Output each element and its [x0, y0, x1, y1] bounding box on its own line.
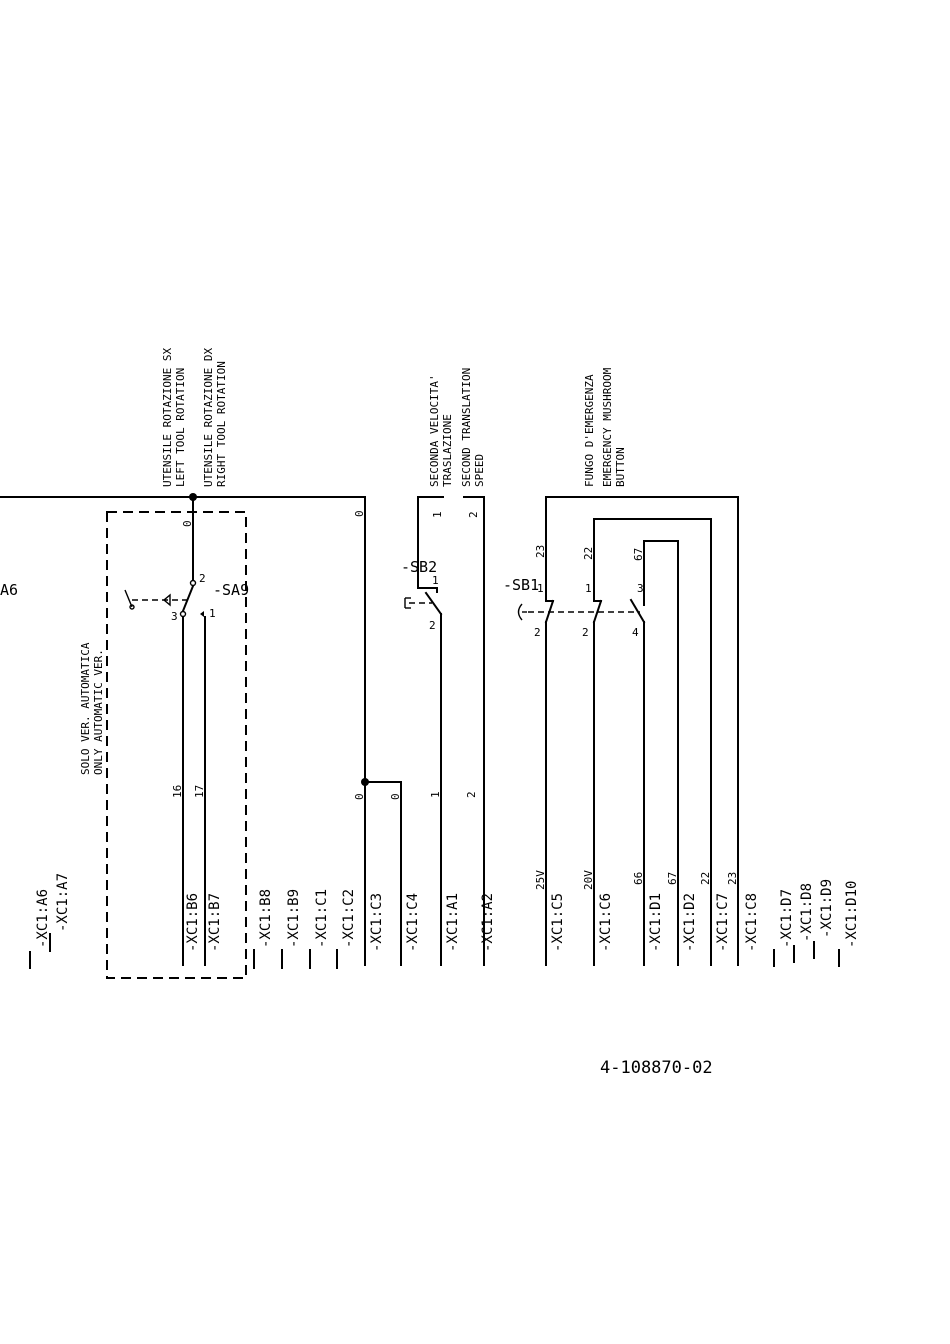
terminal-c7: -XC1:C7: [715, 893, 731, 952]
terminal-a6: -XC1:A6: [35, 889, 51, 948]
wire-number-sb1-67: 67: [632, 548, 645, 561]
wire-number-17: 17: [193, 785, 206, 798]
wire-number-a1: 1: [429, 791, 442, 798]
contact-sb1-1b: 1: [585, 582, 592, 595]
sa9-actuator: [124, 589, 133, 608]
contact-sb2-1: 1: [432, 574, 439, 587]
label-utensile-dx: UTENSILE ROTAZIONE DX: [202, 348, 215, 487]
document-number: 4-108870-02: [600, 1058, 713, 1078]
terminal-strip-xc1: -XC1:A6 -XC1:A7 -XC1:B6 -XC1:B7 -XC1:B8 …: [29, 873, 860, 969]
translation-speed-labels: SECONDA VELOCITA' TRASLAZIONE SECOND TRA…: [428, 368, 486, 487]
terminal-d9: -XC1:D9: [819, 879, 835, 938]
terminal-c5: -XC1:C5: [550, 893, 566, 952]
c3-junction-dot: [361, 778, 369, 786]
label-emergency-mushroom: EMERGENCY MUSHROOM: [601, 367, 614, 487]
common-0-bridge: 0 0 0: [353, 510, 402, 966]
label-only-automatic-ver: ONLY AUTOMATIC VER.: [92, 649, 105, 775]
contact-sb1-1: 1: [537, 582, 544, 595]
sa9-actuator-arrow: [162, 593, 171, 607]
wire-number-sb2-2: 2: [467, 511, 480, 518]
terminal-d1: -XC1:D1: [648, 893, 664, 952]
wire-number-67: 67: [666, 872, 679, 885]
terminal-c4: -XC1:C4: [405, 893, 421, 952]
device-sa9-label: -SA9: [213, 581, 249, 599]
wire-number-sb1-23: 23: [534, 545, 547, 558]
terminal-a7: -XC1:A7: [55, 873, 71, 932]
wire-number-sb2-1: 1: [431, 511, 444, 518]
wire-number-c3: 0: [353, 793, 366, 800]
wire-number-66: 66: [632, 872, 645, 885]
wire-number-23: 23: [726, 872, 739, 885]
terminal-d8: -XC1:D8: [799, 883, 815, 942]
contact-sb1-4: 4: [632, 626, 639, 639]
sheet-left-label: A6: [0, 581, 18, 599]
wire-number-25v: 25V: [534, 870, 547, 890]
automatic-version-enclosure: SOLO VER. AUTOMATICA ONLY AUTOMATIC VER.: [79, 511, 247, 979]
mushroom-head-icon: [517, 603, 523, 621]
terminal-b7: -XC1:B7: [207, 893, 223, 952]
label-left-tool-rotation: LEFT TOOL ROTATION: [174, 368, 187, 487]
label-button: BUTTON: [614, 447, 627, 487]
terminal-c3: -XC1:C3: [369, 893, 385, 952]
contact-sb1-2: 2: [534, 626, 541, 639]
contact-sb1-3: 3: [637, 582, 644, 595]
terminal-a1: -XC1:A1: [445, 893, 461, 952]
selector-switch-sa9: 0 2 -SA9 3 1 16 17: [124, 496, 249, 966]
wire-number-22: 22: [699, 872, 712, 885]
emergency-button-sb1: 23 22 67 -SB1 1 1 3 2 2 4 25V 20V 66 67 …: [503, 496, 739, 966]
wire-number-sb1-22: 22: [582, 547, 595, 560]
device-sb1-label: -SB1: [503, 576, 539, 594]
push-button-sb2: 1 2 -SB2 1 2 1 2: [401, 496, 485, 966]
supply-bus: A6: [0, 493, 366, 966]
label-traslazione: TRASLAZIONE: [441, 414, 454, 487]
contact-sa9-2: 2: [199, 572, 206, 585]
wire-number-bus-0: 0: [353, 510, 366, 517]
terminal-c1: -XC1:C1: [314, 889, 330, 948]
label-second-translation: SECOND TRANSLATION: [460, 368, 473, 487]
contact-sb2-2: 2: [429, 619, 436, 632]
label-fungo-emergenza: FUNGO D'EMERGENZA: [583, 374, 596, 487]
wire-number-c4: 0: [389, 793, 402, 800]
emergency-button-labels: FUNGO D'EMERGENZA EMERGENCY MUSHROOM BUT…: [583, 367, 627, 487]
terminal-b6: -XC1:B6: [185, 893, 201, 952]
terminal-b8: -XC1:B8: [258, 889, 274, 948]
wire-number-16: 16: [171, 785, 184, 798]
label-speed: SPEED: [473, 454, 486, 487]
terminal-d7: -XC1:D7: [779, 889, 795, 948]
tool-rotation-labels: UTENSILE ROTAZIONE SX LEFT TOOL ROTATION…: [161, 348, 228, 487]
label-right-tool-rotation: RIGHT TOOL ROTATION: [215, 361, 228, 487]
label-utensile-sx: UTENSILE ROTAZIONE SX: [161, 348, 174, 487]
terminal-d2: -XC1:D2: [682, 893, 698, 952]
wire-number-sa9-top: 0: [181, 520, 194, 527]
terminal-c8: -XC1:C8: [744, 893, 760, 952]
label-solo-ver-automatica: SOLO VER. AUTOMATICA: [79, 642, 92, 775]
terminal-c6: -XC1:C6: [598, 893, 614, 952]
terminal-d10: -XC1:D10: [844, 881, 860, 948]
sa9-pivot: [189, 579, 197, 587]
terminal-b9: -XC1:B9: [286, 889, 302, 948]
device-sb2-label: -SB2: [401, 558, 437, 576]
contact-sa9-3: 3: [171, 610, 178, 623]
contact-sa9-1: 1: [209, 607, 216, 620]
wire-number-20v: 20V: [582, 870, 595, 890]
label-seconda-velocita: SECONDA VELOCITA': [428, 374, 441, 487]
contact-sb1-2b: 2: [582, 626, 589, 639]
terminal-a2: -XC1:A2: [480, 893, 496, 952]
terminal-c2: -XC1:C2: [341, 889, 357, 948]
wire-number-a2: 2: [465, 791, 478, 798]
